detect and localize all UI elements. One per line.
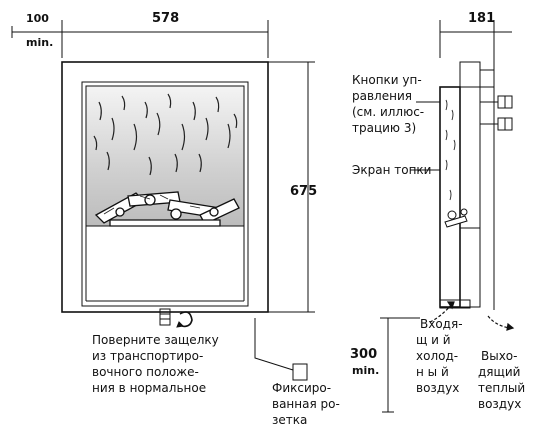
outgoing-air-line-3: теплый: [478, 381, 525, 395]
flame-marks: [93, 93, 238, 176]
fixed-socket: [254, 318, 308, 381]
incoming-air-line-3: холод-: [416, 349, 458, 363]
incoming-air-line-1: Входя-: [420, 317, 463, 331]
fixed-socket-line-2: ванная ро-: [272, 397, 340, 411]
fixed-socket-line-1: Фиксиро-: [272, 381, 331, 395]
control-buttons-line-4: трацию 3): [352, 121, 416, 135]
outgoing-air-line-4: воздух: [478, 397, 521, 411]
warm-air-arrow: [487, 315, 515, 331]
incoming-air-line-2: щ и й: [416, 333, 451, 347]
outgoing-air-line-2: дящий: [478, 365, 520, 379]
control-buttons-line-1: Кнопки уп-: [352, 73, 422, 87]
side-clearance-dimension: 100 min.: [11, 12, 63, 58]
fixed-socket-line-3: зетка: [272, 413, 307, 427]
latch-note-line-3: вочного положе-: [92, 365, 199, 379]
control-buttons-line-2: равления: [352, 89, 412, 103]
latch-note-line-1: Поверните защелку: [92, 333, 219, 347]
side-clearance-value: 100: [26, 12, 49, 25]
depth-dimension: 181: [439, 11, 512, 58]
incoming-air-line-4: н ы й: [416, 365, 449, 379]
log-texture: [103, 194, 201, 215]
side-logs: [444, 208, 468, 228]
side-clearance-unit: min.: [26, 36, 53, 49]
width-value: 578: [152, 11, 179, 26]
side-flames: [445, 99, 456, 201]
incoming-air-line-5: воздух: [416, 381, 459, 395]
latch-note-line-4: ния в нормальное: [92, 381, 206, 395]
outgoing-air-line-1: Выхо-: [481, 349, 517, 363]
control-buttons-line-3: (см. иллюс-: [352, 105, 424, 119]
transport-latch: [159, 308, 193, 328]
cold-air-arrow: [429, 301, 455, 323]
logs: [94, 191, 240, 227]
floor-clearance-dimension: 300 min.: [350, 317, 420, 413]
firebox-screen-label: Экран топки: [352, 163, 431, 177]
width-dimension: 578: [62, 11, 269, 58]
fireplace-side-view: [439, 58, 513, 310]
depth-value: 181: [468, 11, 495, 26]
height-value: 675: [290, 184, 317, 199]
latch-note-line-2: из транспортиро-: [92, 349, 203, 363]
fireplace-front-view: [61, 61, 269, 328]
height-dimension: 675: [268, 61, 317, 313]
floor-clearance-value: 300: [350, 347, 377, 362]
floor-clearance-unit: min.: [352, 364, 379, 377]
